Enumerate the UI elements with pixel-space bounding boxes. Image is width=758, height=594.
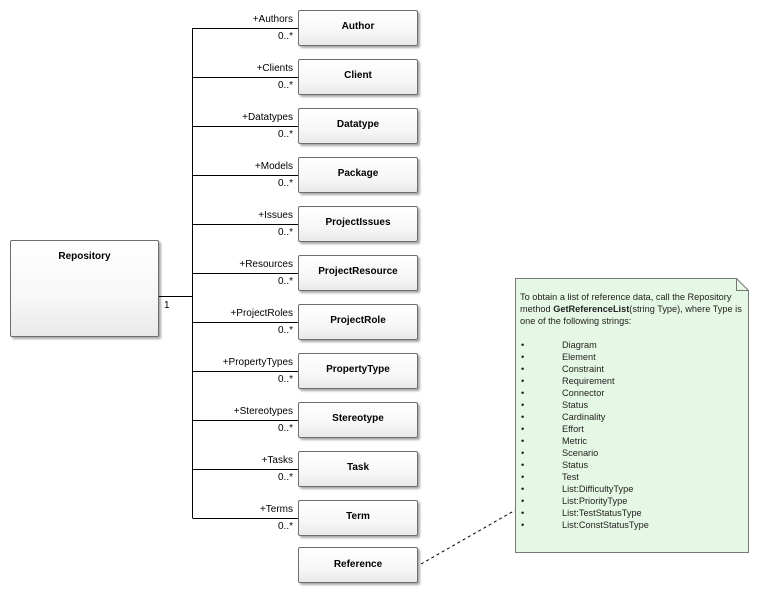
note-method: GetReferenceList xyxy=(553,304,630,314)
note-list-item: Effort xyxy=(520,423,748,435)
association-multiplicity-label: 0..* xyxy=(277,423,293,434)
association-role-label: +Clients xyxy=(256,63,293,74)
class-box[interactable]: Author xyxy=(298,10,418,46)
note-list-item: Connector xyxy=(520,387,748,399)
note-intro: To obtain a list of reference data, call… xyxy=(520,291,748,327)
note-list-item: Status xyxy=(520,399,748,411)
note-anchor-line xyxy=(420,507,520,565)
association-role-label: +Issues xyxy=(258,210,293,221)
note-list-item: Diagram xyxy=(520,339,748,351)
association-role-label: +Terms xyxy=(259,504,293,515)
association-multiplicity-label: 0..* xyxy=(277,227,293,238)
note[interactable]: To obtain a list of reference data, call… xyxy=(515,278,749,553)
class-name: Client xyxy=(344,70,372,81)
class-box[interactable]: ProjectRole xyxy=(298,304,418,340)
association-role-label: +Authors xyxy=(252,14,293,25)
class-box[interactable]: PropertyType xyxy=(298,353,418,389)
repository-class[interactable]: Repository xyxy=(10,240,159,337)
association-role-label: +Datatypes xyxy=(242,112,293,123)
note-list-item: List:ConstStatusType xyxy=(520,519,748,531)
association-multiplicity-label: 0..* xyxy=(277,80,293,91)
note-intro-after: (string Type), where Type is one of the … xyxy=(520,304,742,326)
note-list: DiagramElementConstraintRequirementConne… xyxy=(520,339,748,531)
association-multiplicity-label: 0..* xyxy=(277,374,293,385)
association-role-label: +Models xyxy=(254,161,293,172)
class-name: ProjectIssues xyxy=(325,217,391,228)
association-multiplicity-label: 0..* xyxy=(277,31,293,42)
note-list-item: Metric xyxy=(520,435,748,447)
note-list-item: List:DifficultyType xyxy=(520,483,748,495)
class-name: Package xyxy=(337,168,379,179)
note-list-item: List:TestStatusType xyxy=(520,507,748,519)
note-list-item: Status xyxy=(520,459,748,471)
association-multiplicity-label: 0..* xyxy=(277,325,293,336)
association-multiplicity-label: 0..* xyxy=(277,472,293,483)
class-box[interactable]: Term xyxy=(298,500,418,536)
note-list-item: Test xyxy=(520,471,748,483)
note-list-item: Element xyxy=(520,351,748,363)
note-list-item: Cardinality xyxy=(520,411,748,423)
note-list-item: List:PriorityType xyxy=(520,495,748,507)
note-text: To obtain a list of reference data, call… xyxy=(520,291,748,531)
association-role-label: +PropertyTypes xyxy=(222,357,293,368)
class-name: Datatype xyxy=(336,119,380,130)
class-name: ProjectRole xyxy=(330,315,386,326)
association-role-label: +ProjectRoles xyxy=(230,308,293,319)
class-name: PropertyType xyxy=(326,364,390,375)
association-role-label: +Stereotypes xyxy=(233,406,293,417)
class-box[interactable]: ProjectResource xyxy=(298,255,418,291)
repository-class-name: Repository xyxy=(58,251,111,262)
class-name: Author xyxy=(341,21,375,32)
note-list-item: Scenario xyxy=(520,447,748,459)
class-box[interactable]: ProjectIssues xyxy=(298,206,418,242)
class-name: Task xyxy=(346,462,370,473)
repository-multiplicity: 1 xyxy=(164,300,170,311)
note-list-item: Constraint xyxy=(520,363,748,375)
reference-class[interactable]: Reference xyxy=(298,547,418,583)
class-name: Stereotype xyxy=(332,413,384,424)
class-name: ProjectResource xyxy=(318,266,398,277)
association-role-label: +Resources xyxy=(239,259,293,270)
note-intro-before: To obtain a list of reference data, call… xyxy=(520,292,732,314)
class-box[interactable]: Client xyxy=(298,59,418,95)
class-box[interactable]: Task xyxy=(298,451,418,487)
class-box[interactable]: Datatype xyxy=(298,108,418,144)
reference-class-name: Reference xyxy=(333,559,383,570)
class-box[interactable]: Package xyxy=(298,157,418,193)
association-multiplicity-label: 0..* xyxy=(277,276,293,287)
association-multiplicity-label: 0..* xyxy=(277,129,293,140)
association-multiplicity-label: 0..* xyxy=(277,521,293,532)
class-name: Term xyxy=(346,511,370,522)
note-list-item: Requirement xyxy=(520,375,748,387)
association-role-label: +Tasks xyxy=(261,455,293,466)
class-box[interactable]: Stereotype xyxy=(298,402,418,438)
association-multiplicity-label: 0..* xyxy=(277,178,293,189)
